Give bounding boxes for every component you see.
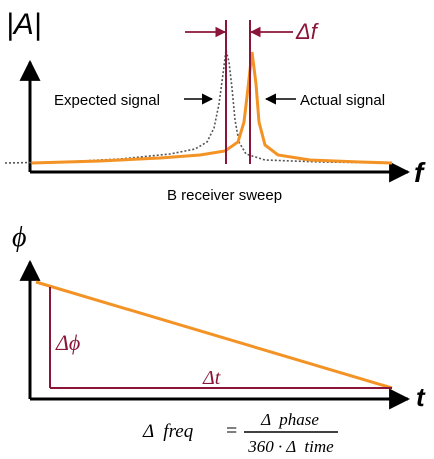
formula-lhs: Δ freq [142, 421, 194, 442]
formula-denominator: 360 · Δ time [247, 437, 334, 456]
bottom-plot: ϕ t Δϕ Δt [12, 222, 426, 412]
frequency-formula: Δ freq = Δ phase 360 · Δ time [142, 410, 338, 456]
delta-phi-label: Δϕ [55, 330, 80, 355]
top-x-axis-label: f [414, 157, 426, 188]
actual-signal-label: Actual signal [300, 92, 385, 109]
top-y-axis-label: |A| [6, 8, 42, 41]
phase-ramp-line [35, 280, 393, 390]
bottom-x-axis-label: t [416, 382, 426, 412]
top-plot: |A| f Δf Expected signal Actual signal B… [4, 8, 426, 204]
bottom-y-axis-label: ϕ [12, 222, 27, 253]
delta-f-label: Δf [295, 19, 320, 44]
delta-t-label: Δt [202, 367, 221, 389]
formula-equals: = [226, 420, 237, 442]
expected-signal-label: Expected signal [54, 92, 160, 109]
top-plot-caption: B receiver sweep [167, 187, 282, 204]
formula-numerator: Δ phase [260, 410, 319, 429]
